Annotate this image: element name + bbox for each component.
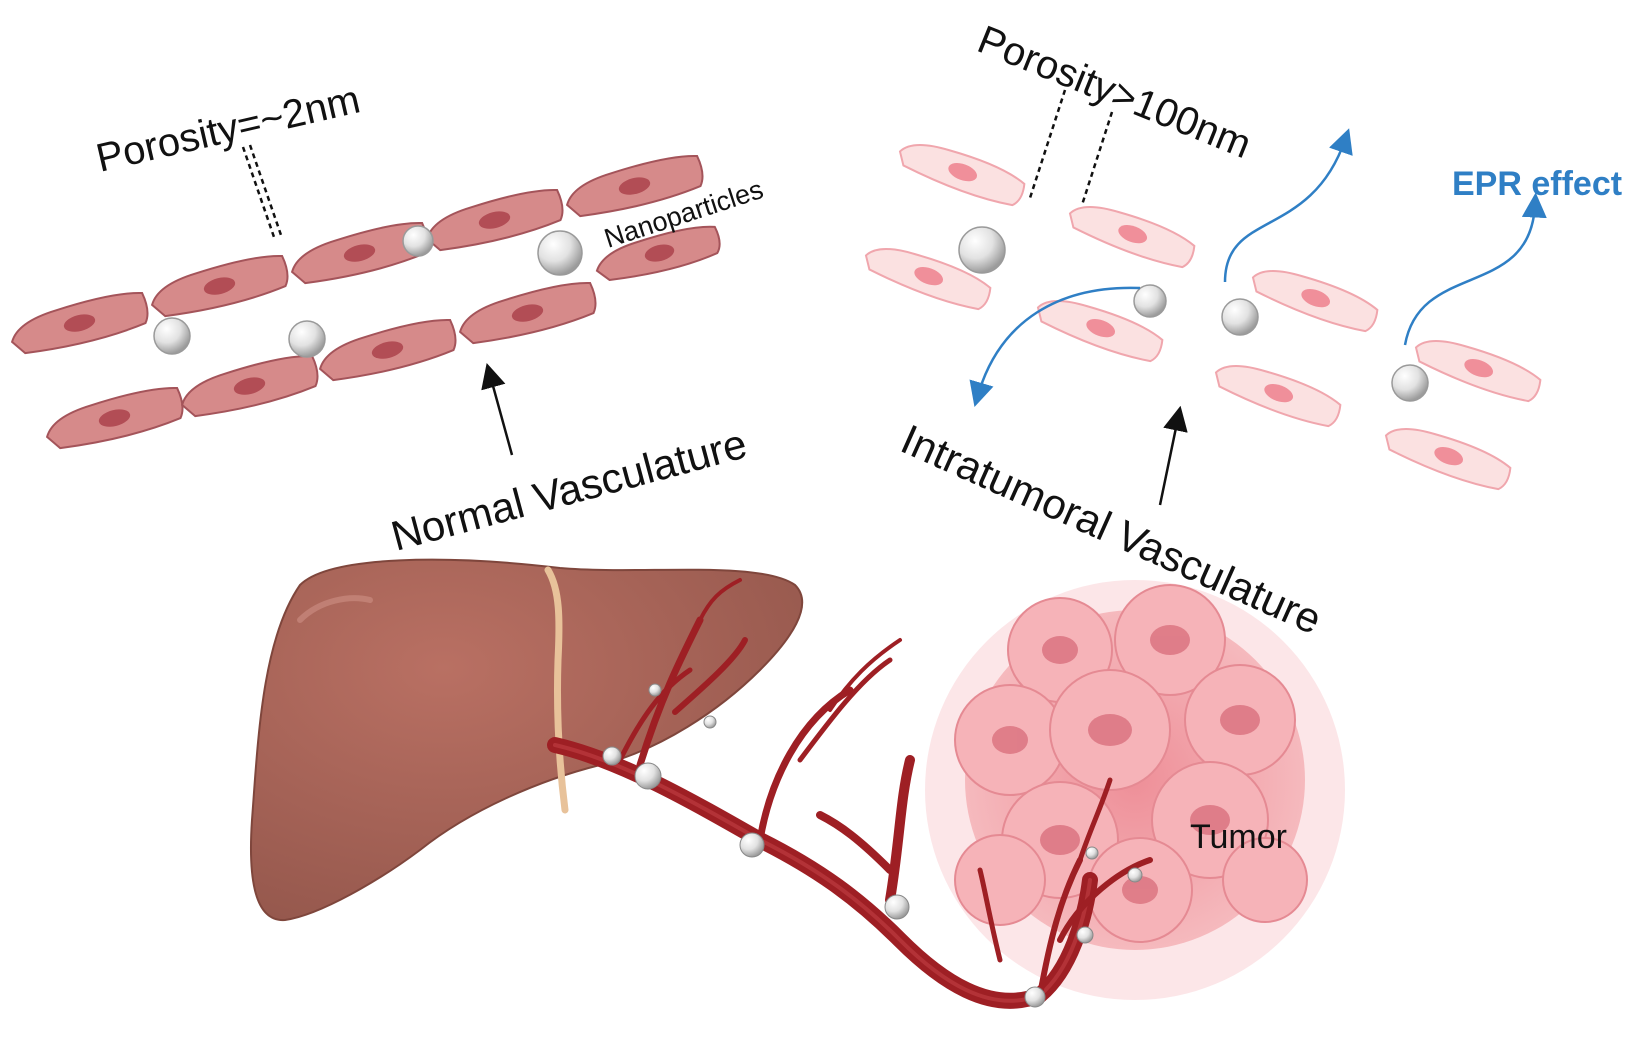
normal-vasculature-arrow (481, 362, 514, 456)
nanoparticle (1221, 298, 1259, 336)
nanoparticle (1391, 364, 1429, 402)
normal-vasculature-label: Normal Vasculature (386, 420, 751, 560)
epr-arrow (1403, 192, 1547, 346)
blood-vessels (547, 578, 1153, 1009)
tumor-cell (1414, 339, 1542, 403)
nanoparticle (153, 317, 191, 355)
normal-vasculature-panel: Porosity=~2nm Nanoparticles Normal Vascu… (10, 77, 767, 560)
normal-cell (180, 355, 319, 418)
tumor-cell (898, 143, 1026, 207)
tumor-cell (1384, 427, 1512, 491)
nanoparticle (1133, 284, 1167, 318)
tumor-cell (1068, 205, 1196, 269)
intratumoral-vasculature-arrow (1158, 405, 1188, 506)
porosity-pointer (241, 144, 284, 241)
nanoparticle (703, 715, 717, 729)
nanoparticle (1085, 846, 1099, 860)
nanoparticle (1024, 986, 1046, 1008)
vessel-nanoparticles (602, 683, 1143, 1008)
tumor-cell (1214, 364, 1342, 428)
normal-cell (595, 225, 721, 281)
normal-cell (318, 319, 457, 382)
nanoparticle (602, 746, 622, 766)
porosity-normal-label: Porosity=~2nm (92, 77, 364, 180)
nanoparticle (537, 230, 583, 276)
nanoparticle (1076, 926, 1094, 944)
normal-cell (565, 155, 704, 218)
normal-cell (150, 255, 289, 318)
nanoparticle (1127, 867, 1143, 883)
porosity-pointer (1028, 89, 1114, 206)
epr-arrow (969, 286, 1141, 407)
porosity-tumor-label: Porosity>100nm (972, 18, 1258, 167)
tumor-cell (1036, 299, 1164, 363)
epr-arrow (1223, 128, 1353, 283)
tumor-label: Tumor (1190, 818, 1287, 856)
nanoparticle (958, 226, 1006, 274)
tumor-mass-icon (925, 580, 1345, 1000)
nanoparticle (648, 683, 662, 697)
intratumoral-vasculature-panel: Porosity>100nm EPR effect Intratumoral V… (864, 18, 1622, 643)
normal-cell (458, 282, 597, 345)
liver-icon (249, 558, 804, 922)
nanoparticle (634, 762, 662, 790)
normal-cell (290, 222, 429, 285)
tumor-cell (1251, 269, 1379, 333)
normal-cell (10, 292, 149, 355)
tumor-cell (864, 247, 992, 311)
normal-cell (45, 387, 184, 450)
nanoparticle (288, 320, 326, 358)
normal-cell (425, 189, 564, 252)
nanoparticle (884, 894, 910, 920)
nanoparticle (739, 832, 765, 858)
nanoparticle (402, 225, 434, 257)
epr-effect-label: EPR effect (1452, 165, 1622, 203)
